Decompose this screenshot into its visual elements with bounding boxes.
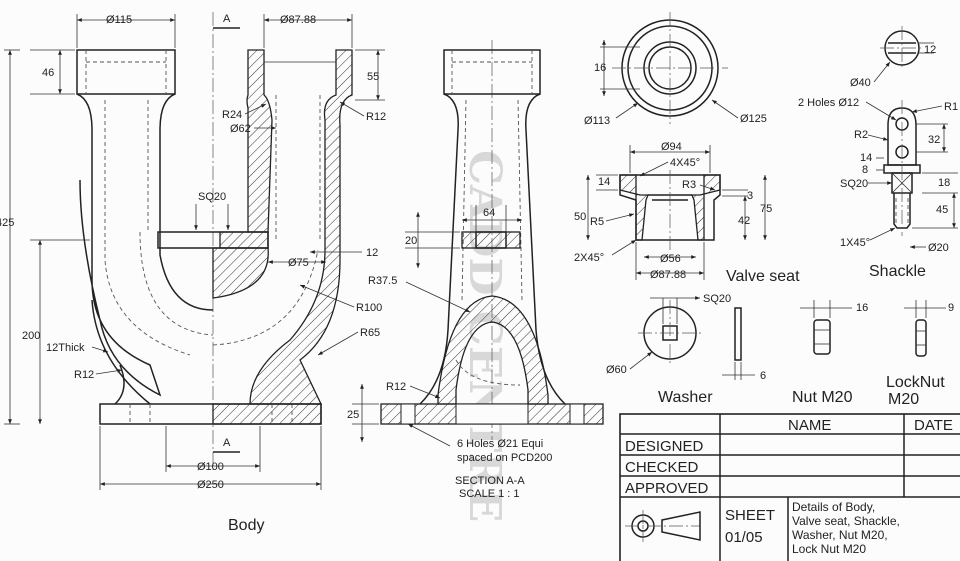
tb-row-approved: APPROVED <box>625 480 709 497</box>
dim-r12-bot: R12 <box>74 369 94 381</box>
section-mark-a-top: A <box>223 13 231 25</box>
vs-dim-h14: 14 <box>598 176 610 188</box>
section-holes-line1: 6 Holes Ø21 Equi <box>457 438 543 450</box>
section-holes-line2: spaced on PCD200 <box>457 452 552 464</box>
tb-desc-line4: Lock Nut M20 <box>792 542 866 556</box>
dim-d62: Ø62 <box>230 123 251 135</box>
body-right-wall-inner <box>246 49 273 233</box>
tb-sheet-number: 01/05 <box>725 529 763 546</box>
nut-dim-t16: 16 <box>856 302 868 314</box>
dim-r37-5: R37.5 <box>368 275 397 287</box>
body-bend-section <box>212 247 269 299</box>
vs-dim-d113: Ø113 <box>584 115 610 127</box>
vs-dim-d125: Ø125 <box>740 113 767 125</box>
sh-dim-d40: Ø40 <box>850 77 871 89</box>
washer-view: SQ20 Ø60 6 Washer <box>606 293 766 406</box>
tb-date-header: DATE <box>914 417 953 434</box>
sh-dim-holes: 2 Holes Ø12 <box>798 97 859 109</box>
vs-dim-d87-88: Ø87.88 <box>650 269 686 281</box>
dim-r65: R65 <box>360 327 380 339</box>
washer-dim-t6: 6 <box>760 370 766 382</box>
dim-d250: Ø250 <box>197 479 224 491</box>
title-block: NAME DATE DESIGNED CHECKED APPROVED SHEE… <box>619 413 960 561</box>
washer-title: Washer <box>658 389 713 406</box>
valve-seat-view: 16 Ø113 Ø125 Ø94 4X45° 14 R3 3 50 R5 42 … <box>574 12 800 285</box>
vs-dim-d56: Ø56 <box>660 253 681 265</box>
dim-12thick: 12Thick <box>46 342 85 354</box>
section-rib <box>461 231 521 249</box>
vs-dim-h3: 3 <box>747 190 753 202</box>
section-mark-a-bot: A <box>223 437 231 449</box>
sh-dim-r1: R1 <box>944 101 958 113</box>
body-rib-section <box>219 231 269 249</box>
dim-r100: R100 <box>356 302 382 314</box>
washer-dim-sq20: SQ20 <box>703 293 731 305</box>
sh-dim-d20: Ø20 <box>928 242 949 254</box>
body-base-section <box>212 403 322 425</box>
vs-dim-h75: 75 <box>760 203 772 215</box>
sh-dim-sq20: SQ20 <box>840 178 868 190</box>
projection-symbol-icon <box>625 510 701 542</box>
vs-dim-2x45: 2X45° <box>574 252 604 264</box>
body-right-wall-outer <box>249 49 353 405</box>
dim-r24: R24 <box>222 109 242 121</box>
locknut-view: 9 LockNut M20 <box>886 300 954 408</box>
body-left-socket <box>76 49 176 95</box>
tb-desc-line2: Valve seat, Shackle, <box>792 514 900 528</box>
dim-t12: 12 <box>366 247 378 259</box>
dim-h25: 25 <box>347 409 359 421</box>
tb-sheet-label: SHEET <box>725 507 775 524</box>
sh-dim-h8: 8 <box>862 164 868 176</box>
washer-dim-d60: Ø60 <box>606 364 627 376</box>
vs-dim-r5: R5 <box>590 216 604 228</box>
sh-dim-1x45: 1X45° <box>840 237 870 249</box>
dim-h425: 425 <box>0 217 14 229</box>
dim-d75: Ø75 <box>288 257 309 269</box>
dim-d100: Ø100 <box>197 461 224 473</box>
dim-w64: 64 <box>483 207 495 219</box>
dim-r12-top: R12 <box>366 111 386 123</box>
sh-dim-r2: R2 <box>854 129 868 141</box>
section-title: SECTION A-A <box>455 475 525 487</box>
dim-h55: 55 <box>367 71 379 83</box>
dim-d87-88: Ø87.88 <box>280 14 316 26</box>
vs-dim-h42: 42 <box>738 215 750 227</box>
vs-dim-r3: R3 <box>682 179 696 191</box>
tb-desc-line1: Details of Body, <box>792 500 875 514</box>
section-scale: SCALE 1 : 1 <box>459 488 520 500</box>
sh-dim-h12: 12 <box>924 44 936 56</box>
sh-dim-h45: 45 <box>936 204 948 216</box>
tb-desc-line3: Washer, Nut M20, <box>792 528 888 542</box>
dim-r12-section: R12 <box>386 381 406 393</box>
section-a-a-view: 64 20 R37.5 R12 25 6 Holes Ø21 Equi spac… <box>347 40 604 500</box>
valve-seat-title: Valve seat <box>726 268 800 285</box>
shackle-title: Shackle <box>869 263 926 280</box>
dim-sq20: SQ20 <box>198 191 226 203</box>
locknut-title-2: M20 <box>888 391 919 408</box>
sh-dim-h32: 32 <box>928 134 940 146</box>
nut-view: 16 Nut M20 <box>792 300 868 406</box>
dim-h46: 46 <box>42 67 54 79</box>
sh-dim-h14: 14 <box>860 152 872 164</box>
vs-dim-h16: 16 <box>594 62 606 74</box>
vs-dim-h50: 50 <box>574 211 586 223</box>
tb-row-checked: CHECKED <box>625 459 699 476</box>
locknut-dim-t9: 9 <box>948 302 954 314</box>
nut-title: Nut M20 <box>792 389 853 406</box>
tb-name-header: NAME <box>788 417 831 434</box>
body-view: Ø115 A Ø87.88 46 55 R24 Ø62 R12 425 SQ20… <box>0 12 386 534</box>
dim-h200: 200 <box>22 330 40 342</box>
dim-d115: Ø115 <box>106 14 132 26</box>
shackle-view: 12 Ø40 2 Holes Ø12 R1 R2 32 14 8 SQ20 18… <box>798 26 958 280</box>
sh-dim-h18: 18 <box>938 177 950 189</box>
body-view-title: Body <box>228 517 264 534</box>
vs-dim-d94: Ø94 <box>661 141 682 153</box>
vs-dim-4x45: 4X45° <box>670 157 700 169</box>
locknut-title-1: LockNut <box>886 374 945 391</box>
tb-row-designed: DESIGNED <box>625 438 704 455</box>
dim-h20: 20 <box>405 235 417 247</box>
